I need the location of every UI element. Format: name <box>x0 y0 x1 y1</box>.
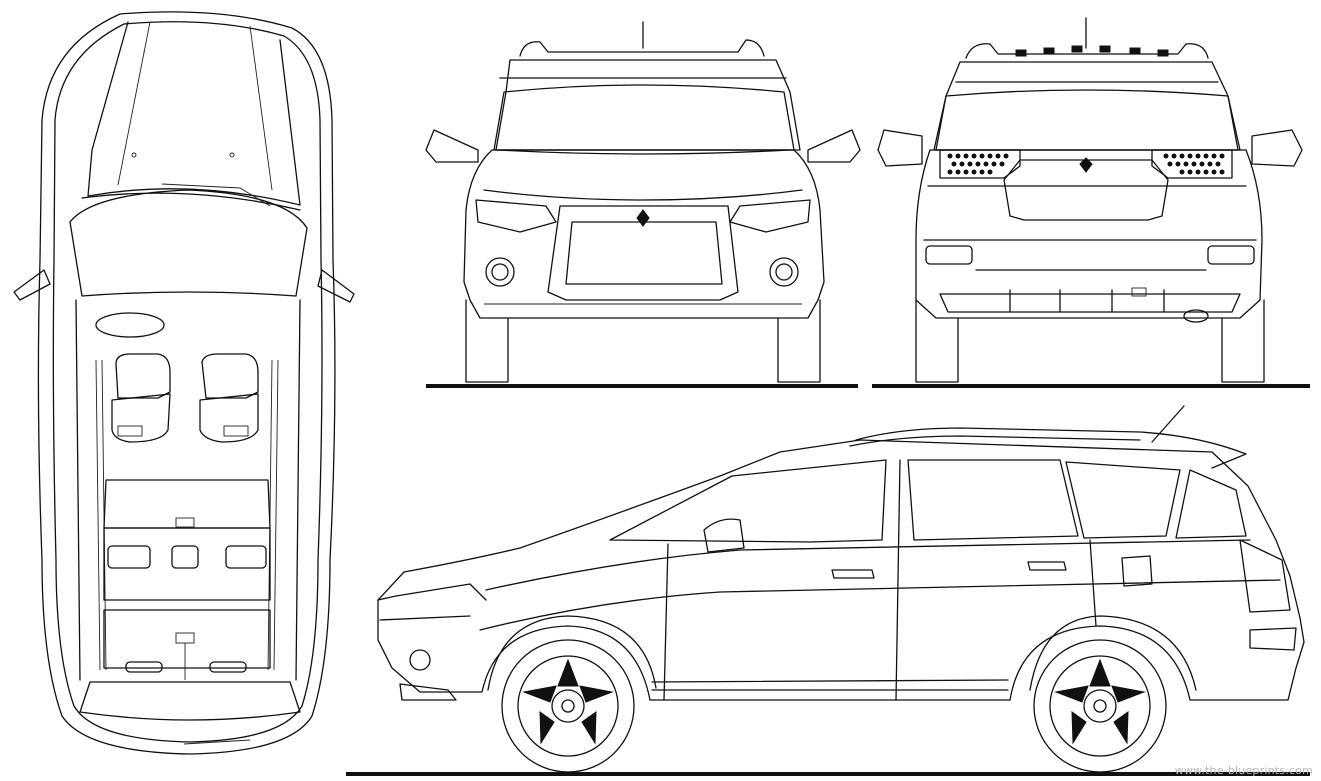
rear-view <box>872 17 1310 388</box>
side-view <box>346 405 1310 776</box>
top-view <box>13 11 355 755</box>
watermark: www.the-blueprints.com <box>1174 764 1313 777</box>
front-view <box>425 21 861 388</box>
